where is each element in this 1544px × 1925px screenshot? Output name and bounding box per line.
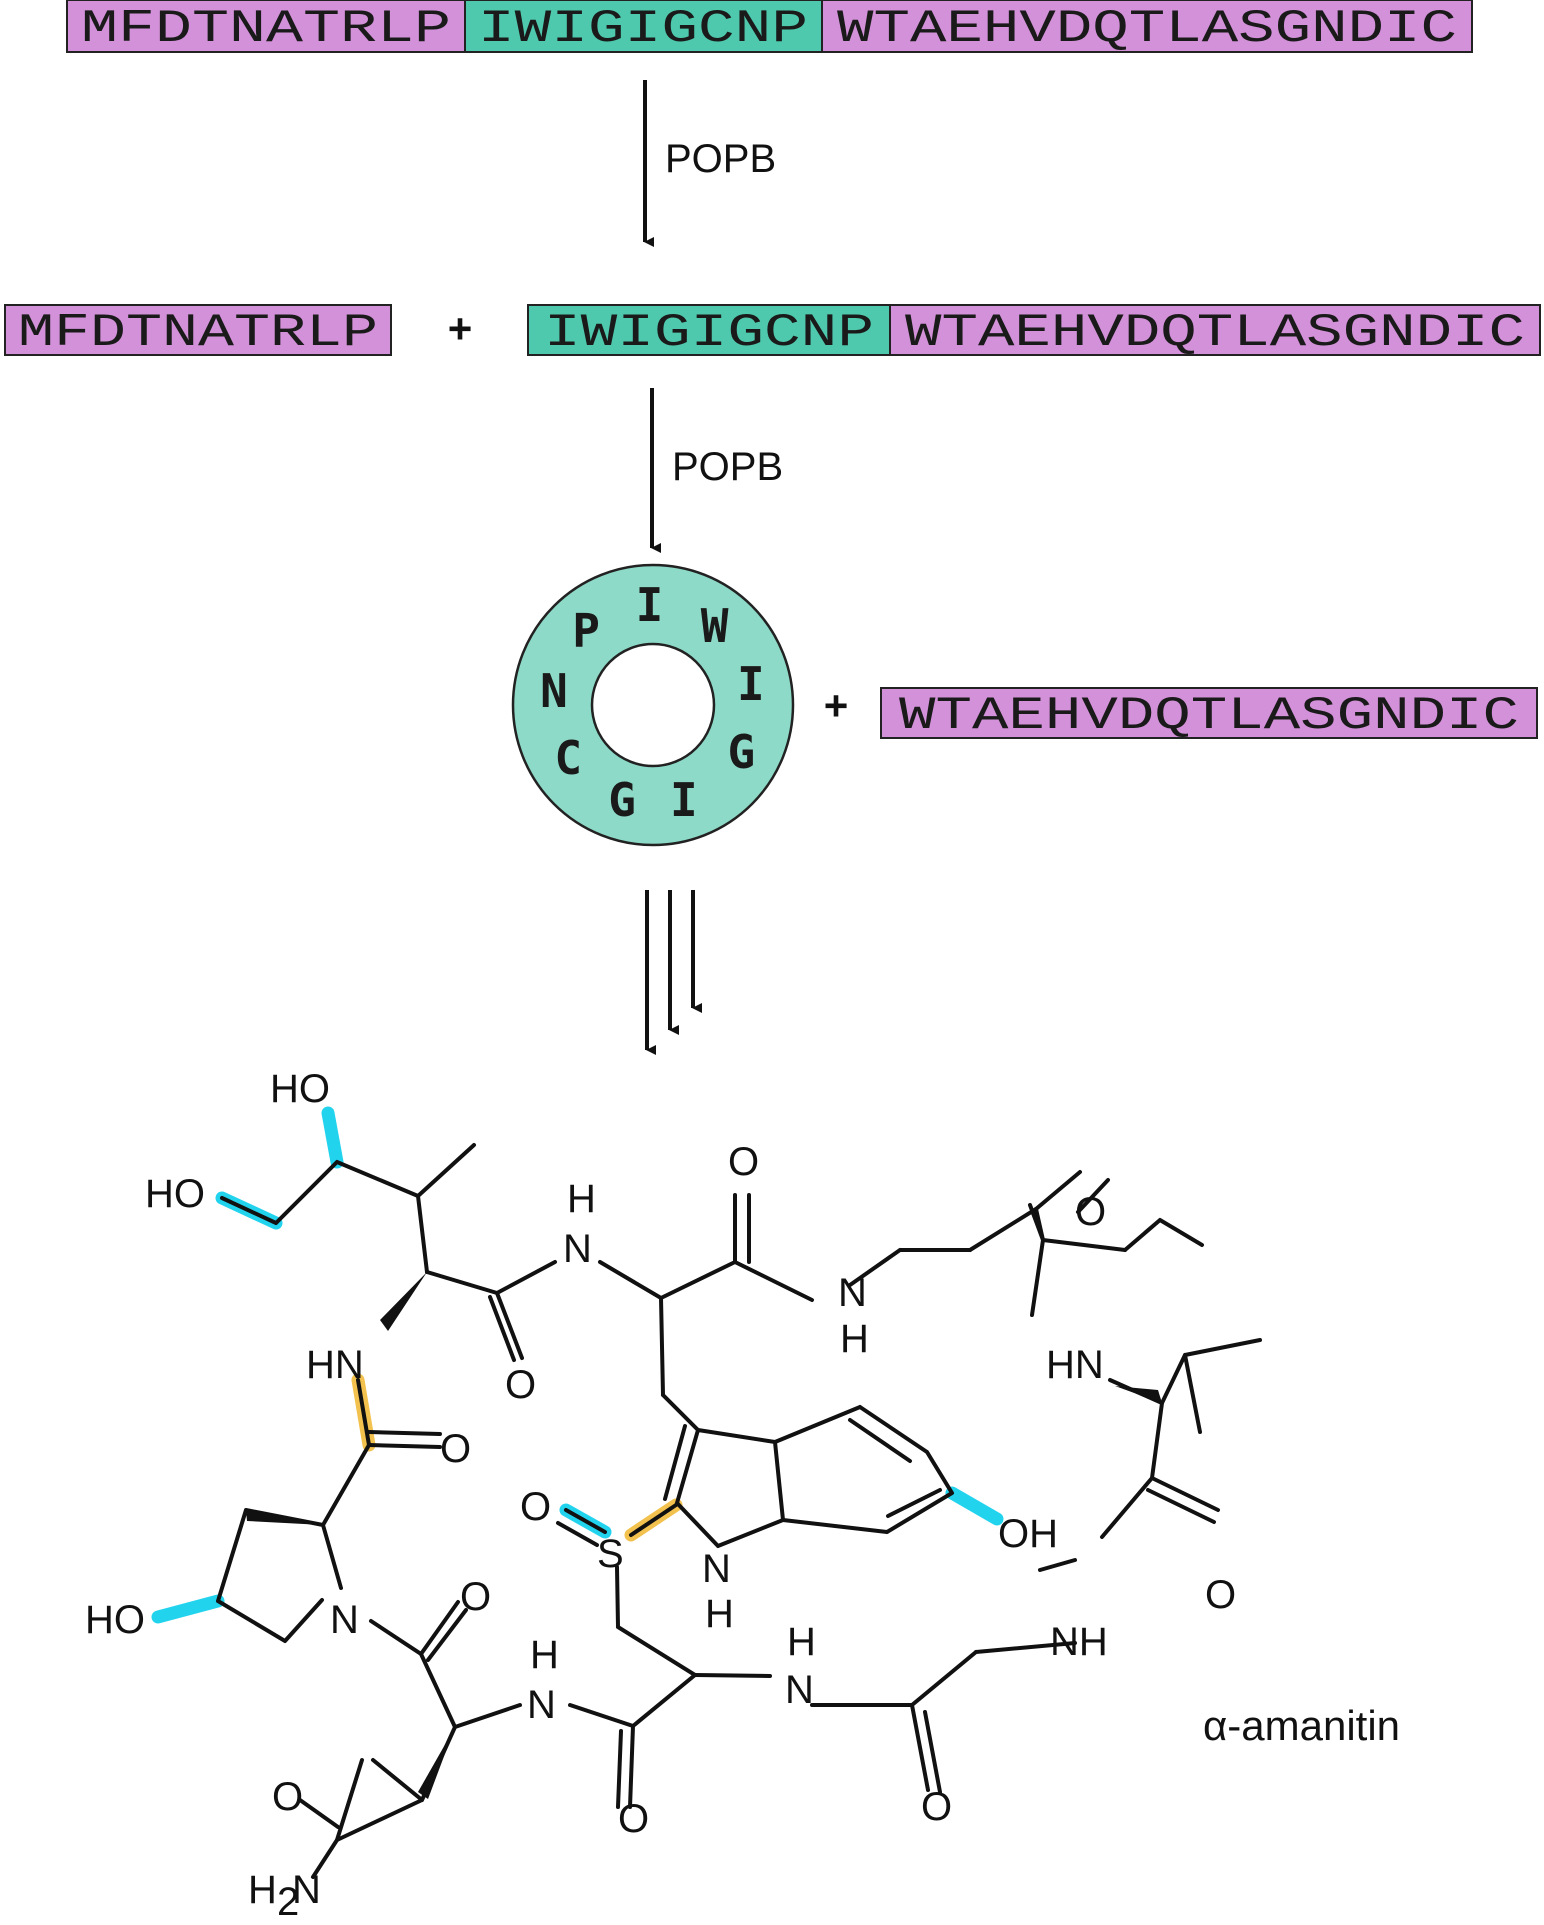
atom-h-indole: H	[705, 1592, 734, 1636]
leader-sequence-released: MFDTNATRLP	[18, 307, 378, 359]
enzyme-label-2: POPB	[672, 445, 783, 489]
alpha-amanitin-structure: HO HO H N O N H O HN O HN O O S N H OH O…	[85, 1067, 1400, 1924]
atom-h-amide2: H	[840, 1317, 869, 1361]
hydroxyl-highlight-indole	[945, 1486, 1004, 1526]
cleavage-step-2: POPB	[650, 388, 783, 553]
core-box-linear	[527, 304, 891, 356]
follower-box	[821, 0, 1473, 53]
follower-sequence: WTAEHVDQTLASGNDIC	[837, 3, 1457, 55]
follower-box-released	[880, 687, 1538, 739]
atom-n-pro: N	[330, 1598, 359, 1642]
atom-o-carbonyl-a: O	[505, 1363, 536, 1407]
atom-o-carbonyl-c: O	[921, 1785, 952, 1829]
atom-ho-top: HO	[270, 1067, 330, 1111]
atom-o-sulfoxide: O	[520, 1485, 551, 1529]
atom-oh-indole: OH	[998, 1512, 1058, 1556]
leader-box-released	[4, 304, 392, 356]
ring-residue-2: W	[701, 599, 729, 653]
ring-residue-1: I	[636, 578, 664, 632]
atom-h2n-sub: 2	[277, 1880, 299, 1920]
atom-n-amide2: N	[838, 1271, 867, 1315]
precursor-peptide: MFDTNATRLP IWIGIGCNP WTAEHVDQTLASGNDIC	[66, 0, 1473, 55]
atom-h2n: H 2 N	[248, 1868, 321, 1924]
atom-h2n-h: H	[248, 1868, 277, 1912]
atom-n-amide1: N	[563, 1227, 592, 1271]
hydroxyl-highlight-pro	[151, 1594, 225, 1624]
atom-nh-right: NH	[1050, 1620, 1108, 1664]
atom-o-carbonyl-b: O	[618, 1797, 649, 1841]
atom-o-carbonyl-ile: O	[1205, 1573, 1236, 1617]
macrocycle-hole	[590, 642, 716, 768]
ring-residue-7: C	[554, 731, 582, 785]
ring-residue-8: N	[540, 664, 568, 718]
ring-residue-4: G	[727, 725, 755, 779]
plus-sign-1: +	[448, 305, 473, 352]
ring-residue-5: I	[670, 773, 698, 827]
follower-sequence-attached: WTAEHVDQTLASGNDIC	[905, 307, 1525, 359]
hydroxyl-highlight-top	[321, 1106, 344, 1169]
atom-ho-pro: HO	[85, 1598, 145, 1642]
cleavage-step-1: POPB	[643, 80, 776, 247]
atom-h-amide4: H	[787, 1620, 816, 1664]
intermediate-peptides: MFDTNATRLP + IWIGIGCNP WTAEHVDQTLASGNDIC	[4, 304, 1541, 359]
atom-o-carbonyl-gly: O	[1075, 1190, 1106, 1234]
atom-n-indole: N	[702, 1547, 731, 1591]
atom-o-carbonyl-asn: O	[272, 1775, 303, 1819]
leader-box	[66, 0, 466, 53]
core-box	[464, 0, 823, 53]
atom-n-amide3: N	[527, 1683, 556, 1727]
atom-o-carbonyl-pro: O	[440, 1427, 471, 1471]
atom-o-carbonyl-top: O	[728, 1140, 759, 1184]
atom-h2n-n: N	[292, 1868, 321, 1912]
atom-hn-right: HN	[1046, 1343, 1104, 1387]
enzyme-label-1: POPB	[665, 137, 776, 181]
atom-n-amide4: N	[785, 1668, 814, 1712]
follower-box-attached	[889, 304, 1541, 356]
multistep-arrows	[645, 890, 702, 1055]
bonds	[216, 1143, 1262, 1879]
atom-s: S	[597, 1532, 624, 1576]
atom-h-amide1: H	[567, 1177, 596, 1221]
leader-sequence: MFDTNATRLP	[81, 3, 451, 55]
follower-sequence-released: WTAEHVDQTLASGNDIC	[899, 690, 1519, 742]
plus-sign-2: +	[824, 682, 849, 729]
compound-name: α-amanitin	[1203, 1702, 1400, 1749]
wedge-bond-1	[380, 1272, 427, 1331]
atom-hn-left: HN	[306, 1343, 364, 1387]
atom-ho-left: HO	[145, 1172, 205, 1216]
atom-o-carbonyl-pro2: O	[460, 1575, 491, 1619]
ring-residue-3: I	[737, 657, 765, 711]
core-sequence-linear: IWIGIGCNP	[544, 307, 874, 359]
ring-residue-9: P	[572, 604, 600, 658]
core-sequence: IWIGIGCNP	[478, 3, 808, 55]
atom-h-amide3: H	[530, 1633, 559, 1677]
ring-residue-6: G	[608, 773, 636, 827]
